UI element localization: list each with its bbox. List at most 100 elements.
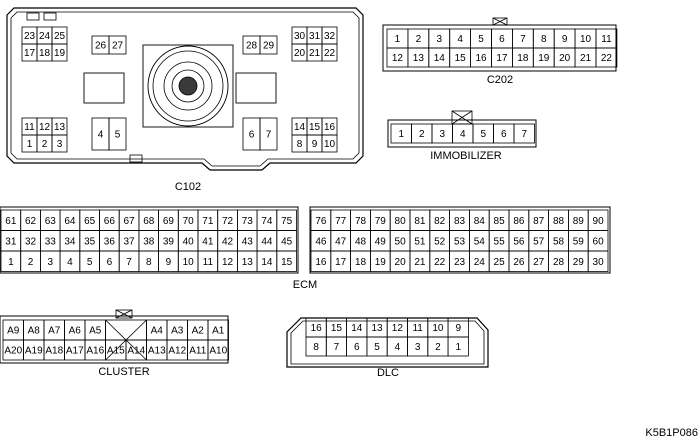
pin-number: 87 <box>533 216 545 227</box>
pin-number: 70 <box>183 216 195 227</box>
pin-number: A4 <box>151 326 164 337</box>
cluster-key-icon <box>115 309 133 319</box>
ecm-pin: 67 <box>118 209 140 231</box>
ecm-pin: 18 <box>350 250 371 272</box>
pin-number: 20 <box>294 48 306 59</box>
c202-pin: 1 <box>386 28 409 49</box>
c102-pin: 26 <box>91 35 110 55</box>
ecm-pin: 66 <box>99 209 120 231</box>
pin-number: 63 <box>45 216 57 227</box>
pin-number: 78 <box>355 216 367 227</box>
dlc-pin: 7 <box>325 336 347 357</box>
ecm-pin: 71 <box>197 209 219 231</box>
pin-number: 8 <box>541 34 547 45</box>
ecm-pin: 19 <box>369 250 391 272</box>
cluster-pin: A11 <box>187 339 209 361</box>
c102-pin: 30 <box>291 26 308 45</box>
ecm-pin: 11 <box>197 250 219 272</box>
pin-number: 90 <box>593 216 605 227</box>
c102-pin: 18 <box>36 43 53 62</box>
pin-number: 16 <box>324 122 336 133</box>
c102-pin: 20 <box>291 43 308 62</box>
c202-pin: 2 <box>407 28 430 49</box>
pin-number: 6 <box>249 130 255 141</box>
pin-number: 65 <box>84 216 96 227</box>
c202-pin: 7 <box>512 28 534 49</box>
cluster-pin: A8 <box>23 319 45 341</box>
ecm-pin: 77 <box>330 209 351 231</box>
pin-number: 25 <box>494 257 506 268</box>
ecm-pin: 21 <box>409 250 431 272</box>
pin-number: 3 <box>436 34 442 45</box>
pin-number: 21 <box>414 257 426 268</box>
pin-number: 62 <box>25 216 37 227</box>
pin-number: 67 <box>123 216 135 227</box>
ecm-pin: 2 <box>20 250 41 272</box>
pin-number: 56 <box>513 236 525 247</box>
dlc-pin: 4 <box>386 336 408 357</box>
c202-pin: 13 <box>407 47 430 68</box>
ecm-pin: 57 <box>528 230 549 252</box>
pin-number: A15 <box>107 346 125 357</box>
pin-number: 10 <box>183 257 195 268</box>
dlc-label: DLC <box>377 367 399 379</box>
ecm-pin: 83 <box>449 209 470 231</box>
pin-number: 14 <box>434 53 446 64</box>
ecm-pin: 84 <box>468 209 490 231</box>
ecm-pin: 89 <box>568 209 589 231</box>
dlc-pin: 6 <box>346 336 368 357</box>
immobilizer-housing <box>387 119 537 148</box>
pin-number: 3 <box>415 342 421 353</box>
ecm-pin: 6 <box>99 250 120 272</box>
ecm-pin: 82 <box>429 209 450 231</box>
ecm-pin: 73 <box>236 209 258 231</box>
c102-pin: 27 <box>108 35 127 55</box>
pin-number: 73 <box>242 216 254 227</box>
ecm-pin: 49 <box>369 230 391 252</box>
immobilizer-pin: 3 <box>431 123 453 144</box>
c202-pin: 11 <box>595 28 618 49</box>
pin-number: 42 <box>222 236 234 247</box>
pin-number: 2 <box>42 139 48 150</box>
pin-number: 11 <box>412 323 423 334</box>
pin-number: 7 <box>126 257 132 268</box>
c102-pin: 15 <box>306 117 323 136</box>
cluster-pin: A6 <box>64 319 86 341</box>
c102-label: C102 <box>175 181 201 193</box>
pin-number: A5 <box>89 326 102 337</box>
pin-number: 19 <box>54 48 66 59</box>
ecm-pin: 12 <box>217 250 238 272</box>
pin-number: 8 <box>313 342 319 353</box>
c202-pin: 19 <box>532 47 555 68</box>
pin-number: 15 <box>281 257 293 268</box>
pin-number: 75 <box>281 216 293 227</box>
pin-number: 50 <box>395 236 407 247</box>
c102-pin: 17 <box>21 43 38 62</box>
c102-latch-tab <box>43 12 57 21</box>
ecm-pin: 20 <box>389 250 411 272</box>
pin-number: 35 <box>84 236 96 247</box>
c202-key-icon <box>492 17 508 26</box>
pin-number: 11 <box>24 122 35 133</box>
pin-number: 64 <box>64 216 76 227</box>
pin-number: A10 <box>209 346 227 357</box>
pin-number: A2 <box>192 326 205 337</box>
pin-number: 24 <box>39 31 51 42</box>
cluster-housing <box>0 315 229 364</box>
c102-bolt-frame <box>142 44 234 128</box>
cluster-pin: A2 <box>187 319 209 341</box>
pin-number: 22 <box>434 257 446 268</box>
ecm-pin: 15 <box>276 250 297 272</box>
c102-pin: 32 <box>321 26 338 45</box>
c102-pin: 6 <box>242 117 261 151</box>
ecm-pin: 86 <box>508 209 530 231</box>
c102-pin: 22 <box>321 43 338 62</box>
ecm-pin: 69 <box>158 209 179 231</box>
c202-pin: 8 <box>532 28 555 49</box>
ecm-pin: 45 <box>276 230 297 252</box>
pin-number: 16 <box>315 257 327 268</box>
ecm-pin: 85 <box>488 209 510 231</box>
cluster-pin: A20 <box>2 339 24 361</box>
c102-guide-slot <box>235 72 277 104</box>
